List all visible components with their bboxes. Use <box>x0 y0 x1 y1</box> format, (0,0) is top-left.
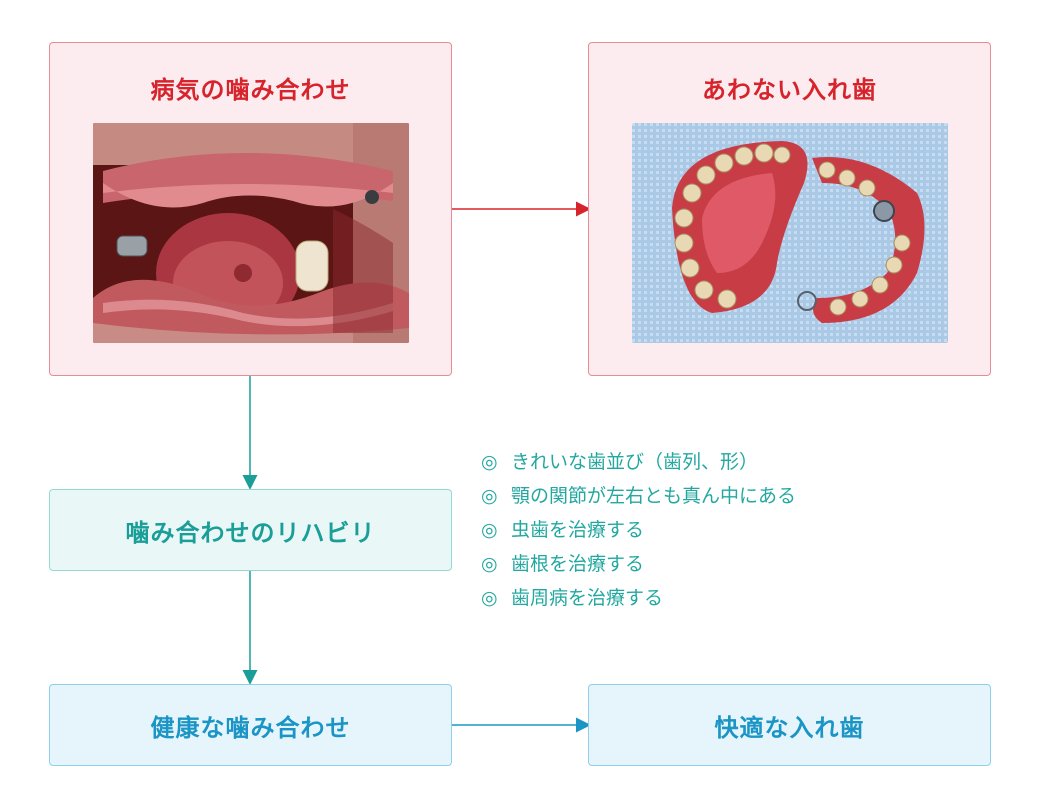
list-item: ◎ 歯根を治療する <box>481 547 796 581</box>
treatment-list: ◎ きれいな歯並び（歯列、形） ◎ 顎の関節が左右とも真ん中にある ◎ 虫歯を治療する… <box>481 445 796 615</box>
list-item: ◎ 歯周病を治療する <box>481 581 796 615</box>
comfortable-denture-box: 快適な入れ歯 <box>588 684 991 766</box>
denture-photo <box>632 123 948 343</box>
list-marker: ◎ <box>481 451 498 473</box>
sick-bite-title: 病気の噛み合わせ <box>150 76 351 104</box>
sick-bite-panel: 病気の噛み合わせ <box>49 42 452 376</box>
rehab-label: 噛み合わせのリハビリ <box>125 518 376 547</box>
ill-fitting-denture-title: あわない入れ歯 <box>702 76 877 104</box>
ill-fitting-denture-panel: あわない入れ歯 <box>588 42 991 376</box>
mouth-photo <box>93 123 409 343</box>
rehab-box: 噛み合わせのリハビリ <box>49 489 452 571</box>
list-marker: ◎ <box>481 553 498 575</box>
healthy-bite-box: 健康な噛み合わせ <box>49 684 452 766</box>
list-item-text: 歯周病を治療する <box>511 587 664 609</box>
list-item-text: 歯根を治療する <box>511 553 645 575</box>
list-item: ◎ 顎の関節が左右とも真ん中にある <box>481 479 796 513</box>
list-item-text: きれいな歯並び（歯列、形） <box>511 451 759 473</box>
comfortable-denture-label: 快適な入れ歯 <box>714 713 865 742</box>
list-marker: ◎ <box>481 587 498 609</box>
list-item: ◎ きれいな歯並び（歯列、形） <box>481 445 796 479</box>
list-marker: ◎ <box>481 519 498 541</box>
healthy-bite-label: 健康な噛み合わせ <box>150 713 351 742</box>
list-item-text: 虫歯を治療する <box>511 519 645 541</box>
list-item: ◎ 虫歯を治療する <box>481 513 796 547</box>
list-marker: ◎ <box>481 485 498 507</box>
list-item-text: 顎の関節が左右とも真ん中にある <box>511 485 797 507</box>
